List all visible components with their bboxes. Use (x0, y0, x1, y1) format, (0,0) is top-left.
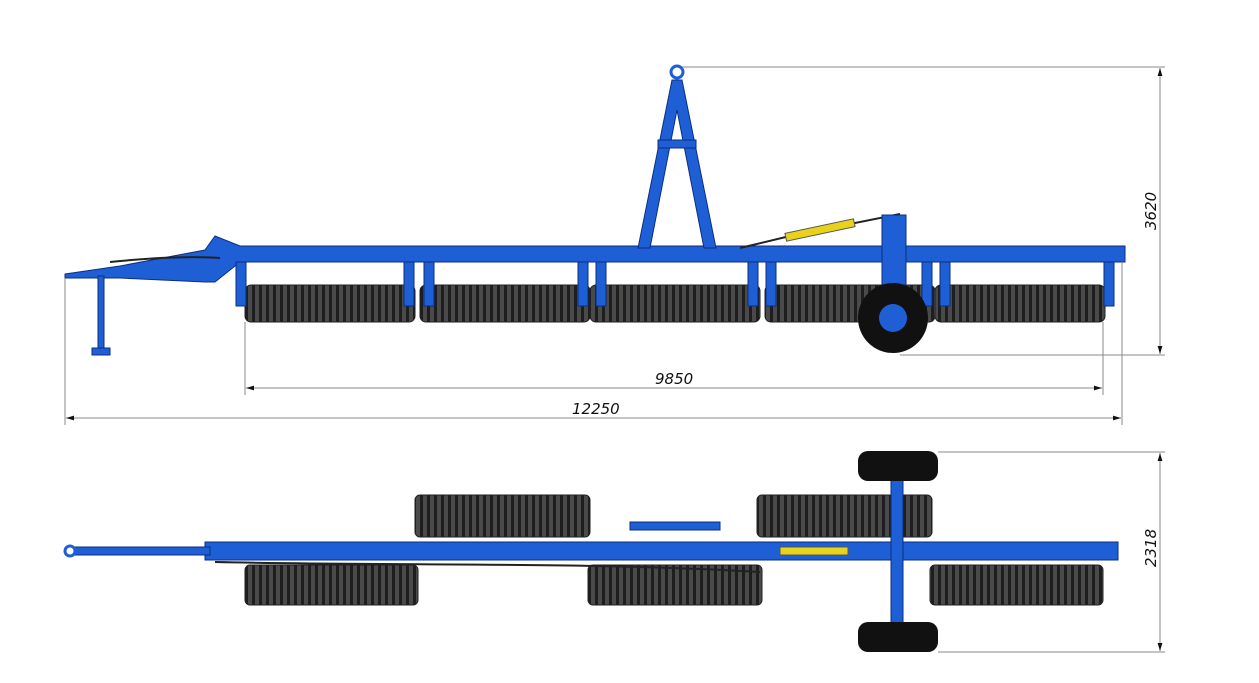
side-brackets (235, 261, 1115, 307)
wheel-axle (890, 479, 904, 626)
wheel-hub (879, 304, 907, 332)
transport-tower (637, 79, 717, 249)
top-view (63, 451, 1119, 652)
bracket (595, 261, 607, 307)
side-rollers (244, 284, 1106, 323)
roller (414, 494, 591, 538)
tire-bottom (858, 622, 938, 652)
hydraulic-hose (109, 256, 221, 263)
bracket (1103, 261, 1115, 307)
bracket (423, 261, 435, 307)
roller (587, 564, 763, 606)
drawbar (74, 546, 211, 556)
hydraulic-cylinder (779, 546, 849, 556)
width-dim-label: 2318 (1142, 529, 1160, 567)
total-length-dim-label: 12250 (572, 400, 620, 418)
tire-top (858, 451, 938, 481)
wheel-bracket (881, 214, 907, 286)
roller (244, 564, 419, 606)
bracket (747, 261, 759, 307)
bracket (765, 261, 777, 307)
top-dimensions: 2318 (938, 451, 1165, 653)
side-view (64, 64, 1126, 356)
bracket (235, 261, 247, 307)
roller (934, 284, 1106, 323)
side-dimensions: 3620 9850 12250 (64, 66, 1165, 425)
tower-brace (657, 139, 697, 149)
hydraulic-cylinder (784, 218, 856, 242)
bracket (939, 261, 951, 307)
bracket (921, 261, 933, 307)
bracket (577, 261, 589, 307)
bracket (403, 261, 415, 307)
parking-stand (97, 275, 105, 351)
stand-foot (91, 347, 111, 356)
main-frame-top (204, 541, 1119, 561)
roller (929, 564, 1104, 606)
working-width-dim-label: 9850 (655, 370, 693, 388)
roller (756, 494, 933, 538)
hydraulic-hose (214, 561, 761, 573)
height-dim-label: 3620 (1142, 192, 1160, 230)
roller (589, 284, 761, 323)
hitch-eye (63, 544, 77, 558)
roller (419, 284, 591, 323)
main-frame-side (64, 235, 1126, 283)
tower-top (629, 521, 721, 531)
roller (244, 284, 416, 323)
lift-eye (669, 64, 685, 80)
top-rollers (244, 494, 1104, 606)
